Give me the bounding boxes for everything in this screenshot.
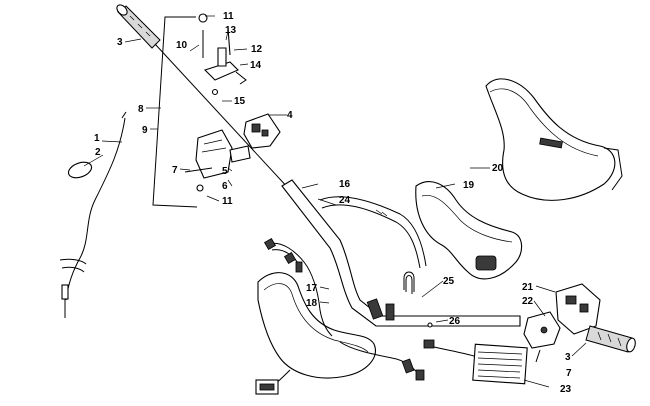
callout-7: 7 bbox=[172, 165, 178, 176]
bracket-8-9 bbox=[152, 16, 198, 208]
wiring-harness-left bbox=[255, 237, 425, 395]
callout-14: 14 bbox=[250, 60, 262, 71]
callout-7: 7 bbox=[566, 368, 572, 379]
handguard-mount-tube bbox=[319, 196, 427, 269]
throttle-lever-assembly bbox=[198, 13, 247, 96]
callout-5: 5 bbox=[222, 166, 228, 177]
callout-23: 23 bbox=[560, 384, 572, 395]
u-bolt-25 bbox=[403, 271, 415, 294]
callout-17: 17 bbox=[306, 283, 318, 294]
callout-24: 24 bbox=[339, 195, 351, 206]
callout-3: 3 bbox=[565, 352, 571, 363]
callout-19: 19 bbox=[463, 180, 475, 191]
callout-20: 20 bbox=[492, 163, 504, 174]
leader-lines bbox=[83, 15, 587, 388]
handguard-liner-19 bbox=[415, 181, 523, 280]
callout-6: 6 bbox=[222, 181, 228, 192]
callout-10: 10 bbox=[176, 40, 188, 51]
left-handguard-17-18 bbox=[257, 272, 376, 379]
switch-housing-4 bbox=[243, 113, 281, 149]
right-handguard-20 bbox=[485, 78, 623, 201]
callout-26: 26 bbox=[449, 316, 461, 327]
throttle-block bbox=[184, 129, 251, 192]
callout-12: 12 bbox=[251, 44, 263, 55]
left-grip bbox=[116, 4, 161, 49]
callout-16: 16 bbox=[339, 179, 351, 190]
right-grip bbox=[585, 325, 636, 353]
fastener-26 bbox=[427, 322, 433, 328]
callout-8: 8 bbox=[138, 104, 144, 115]
callout-11: 11 bbox=[223, 11, 234, 22]
callout-2: 2 bbox=[95, 147, 101, 158]
callout-25: 25 bbox=[443, 276, 455, 287]
callout-3: 3 bbox=[117, 37, 123, 48]
main-handlebar bbox=[281, 179, 521, 327]
callout-18: 18 bbox=[306, 298, 318, 309]
left-handlebar-tube bbox=[154, 43, 291, 191]
callout-4: 4 bbox=[287, 110, 293, 121]
callout-22: 22 bbox=[522, 296, 534, 307]
callout-11: 11 bbox=[222, 196, 233, 207]
callouts: 1 2 3 3 4 5 6 7 7 8 9 10 11 11 12 13 14 … bbox=[94, 11, 572, 395]
callout-21: 21 bbox=[522, 282, 534, 293]
throttle-cable bbox=[59, 111, 127, 318]
callout-1: 1 bbox=[94, 133, 100, 144]
grip-heater-23 bbox=[423, 339, 528, 385]
callout-9: 9 bbox=[142, 125, 148, 136]
right-switch-housing-21-22 bbox=[523, 283, 601, 363]
callout-13: 13 bbox=[225, 25, 237, 36]
callout-15: 15 bbox=[234, 96, 246, 107]
